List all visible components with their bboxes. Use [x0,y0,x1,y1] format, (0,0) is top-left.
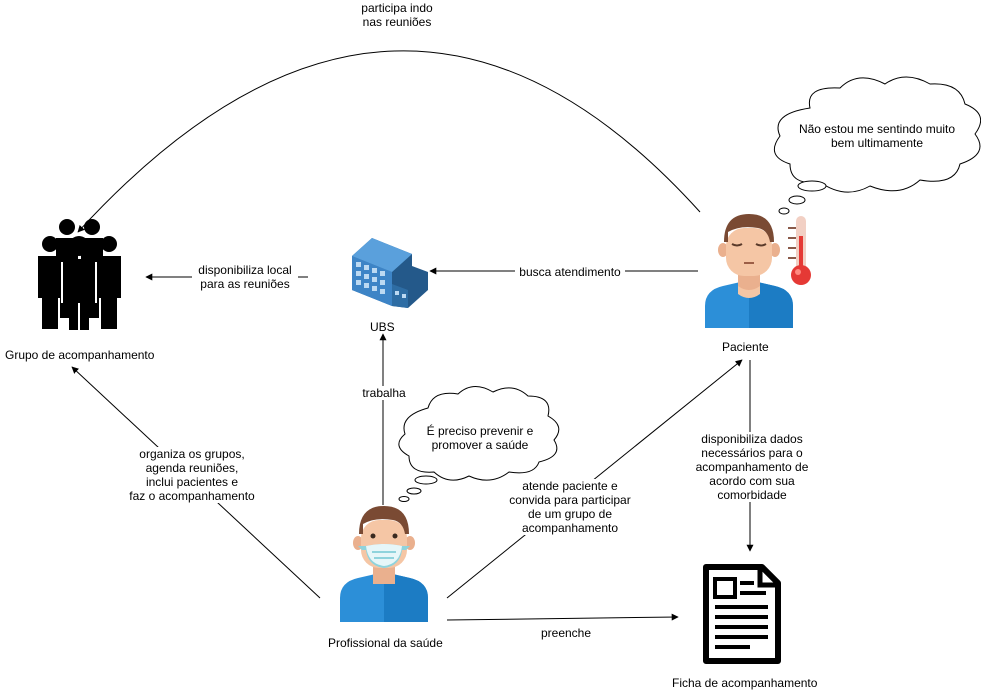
node-label-ubs: UBS [370,320,395,334]
edge-label-organiza: organiza os grupos, agenda reuniões, inc… [122,447,262,503]
edge-label-preenche: preenche [535,626,597,640]
edge-label-participa: participa indo nas reuniões [350,1,444,29]
thought-text-profissional: É preciso prevenir e promover a saúde [426,424,534,452]
thought-text-paciente: Não estou me sentindo muito bem ultimame… [798,122,956,150]
edge-label-busca: busca atendimento [515,265,625,279]
group-of-people-icon [38,219,121,330]
node-label-paciente: Paciente [722,340,769,354]
edge-participa [77,50,701,233]
edge-label-trabalha: trabalha [358,386,410,400]
thought-cloud-paciente [773,76,981,215]
node-label-profissional: Profissional da saúde [328,636,443,650]
edge-label-disponibiliza-local: disponibiliza local para as reuniões [192,263,298,291]
document-icon [703,564,781,664]
health-professional-masked-icon [340,506,428,622]
edge-preenche [446,613,679,621]
node-label-ficha: Ficha de acompanhamento [672,676,818,690]
thought-cloud-profissional [398,386,560,502]
edge-label-atende: atende paciente e convida para participa… [500,479,640,535]
thermometer-icon [788,216,811,285]
sick-patient-icon [705,214,793,328]
edge-label-disponibiliza-dados: disponibiliza dados necessários para o a… [690,432,814,502]
building-icon [352,238,428,308]
node-label-grupo: Grupo de acompanhamento [5,348,155,362]
